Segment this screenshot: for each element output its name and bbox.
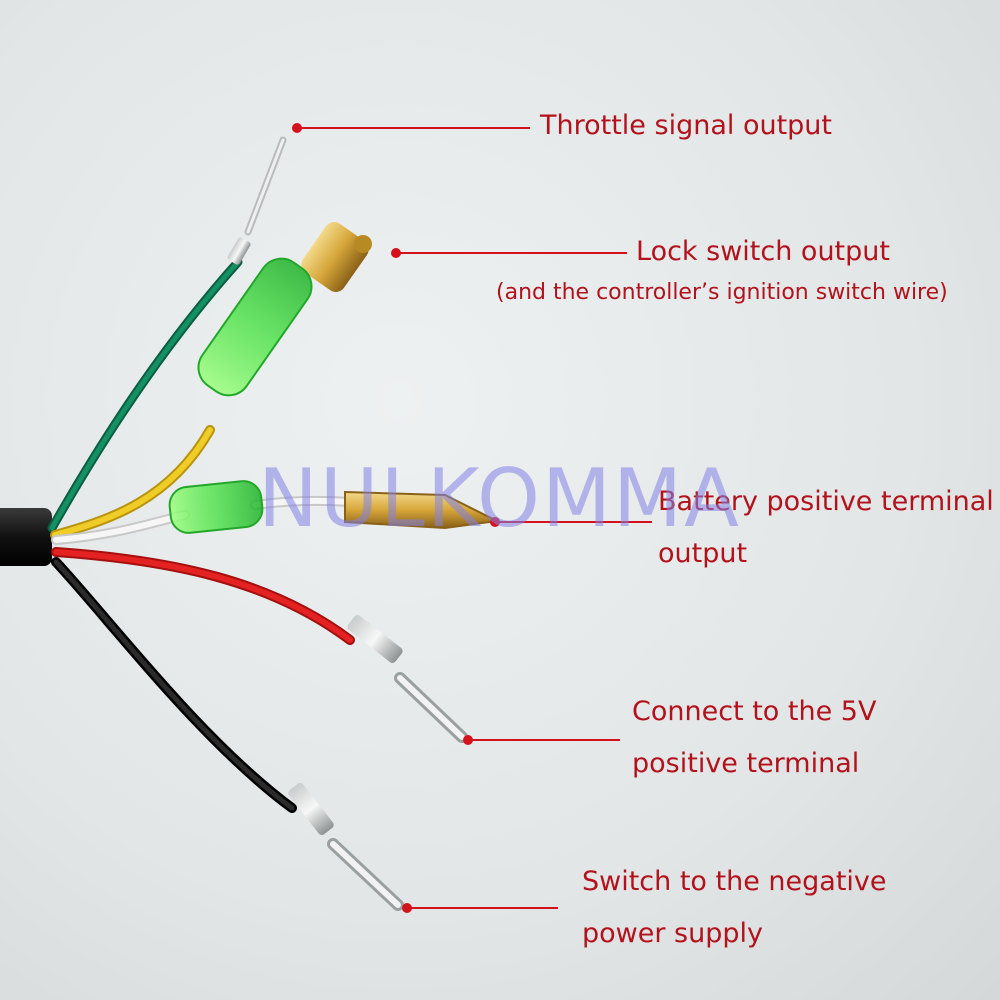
main-cable [0, 508, 52, 566]
label-lock-line1: Lock switch output [636, 236, 890, 267]
label-negative-line1: Switch to the negative [582, 866, 887, 897]
callout-throttle [292, 123, 530, 133]
green-wire [47, 136, 287, 533]
label-throttle: Throttle signal output [540, 100, 832, 152]
callout-negative [402, 903, 558, 913]
battery-connector [168, 480, 501, 534]
label-battery-line2: output [658, 538, 748, 569]
lock-connector [197, 222, 372, 397]
yellow-wire [50, 425, 215, 540]
red-wire [51, 547, 468, 743]
callout-lock [391, 248, 627, 258]
label-throttle-text: Throttle signal output [540, 110, 833, 141]
label-5v-line2: positive terminal [632, 748, 860, 779]
label-negative-line2: power supply [582, 918, 763, 949]
label-negative: Switch to the negative power supply [582, 856, 887, 960]
callout-battery [490, 517, 652, 527]
label-battery-line1: Battery positive terminal [658, 486, 994, 517]
label-lock: Lock switch output (and the controller’s… [496, 226, 948, 308]
black-wire [51, 557, 404, 911]
label-5v: Connect to the 5V positive terminal [632, 686, 876, 790]
callout-5v [463, 735, 620, 745]
watermark: NULKOMMA [258, 452, 741, 545]
label-5v-line1: Connect to the 5V [632, 696, 877, 727]
label-battery: Battery positive terminal output [658, 476, 994, 580]
label-lock-line2: (and the controller’s ignition switch wi… [496, 280, 948, 305]
